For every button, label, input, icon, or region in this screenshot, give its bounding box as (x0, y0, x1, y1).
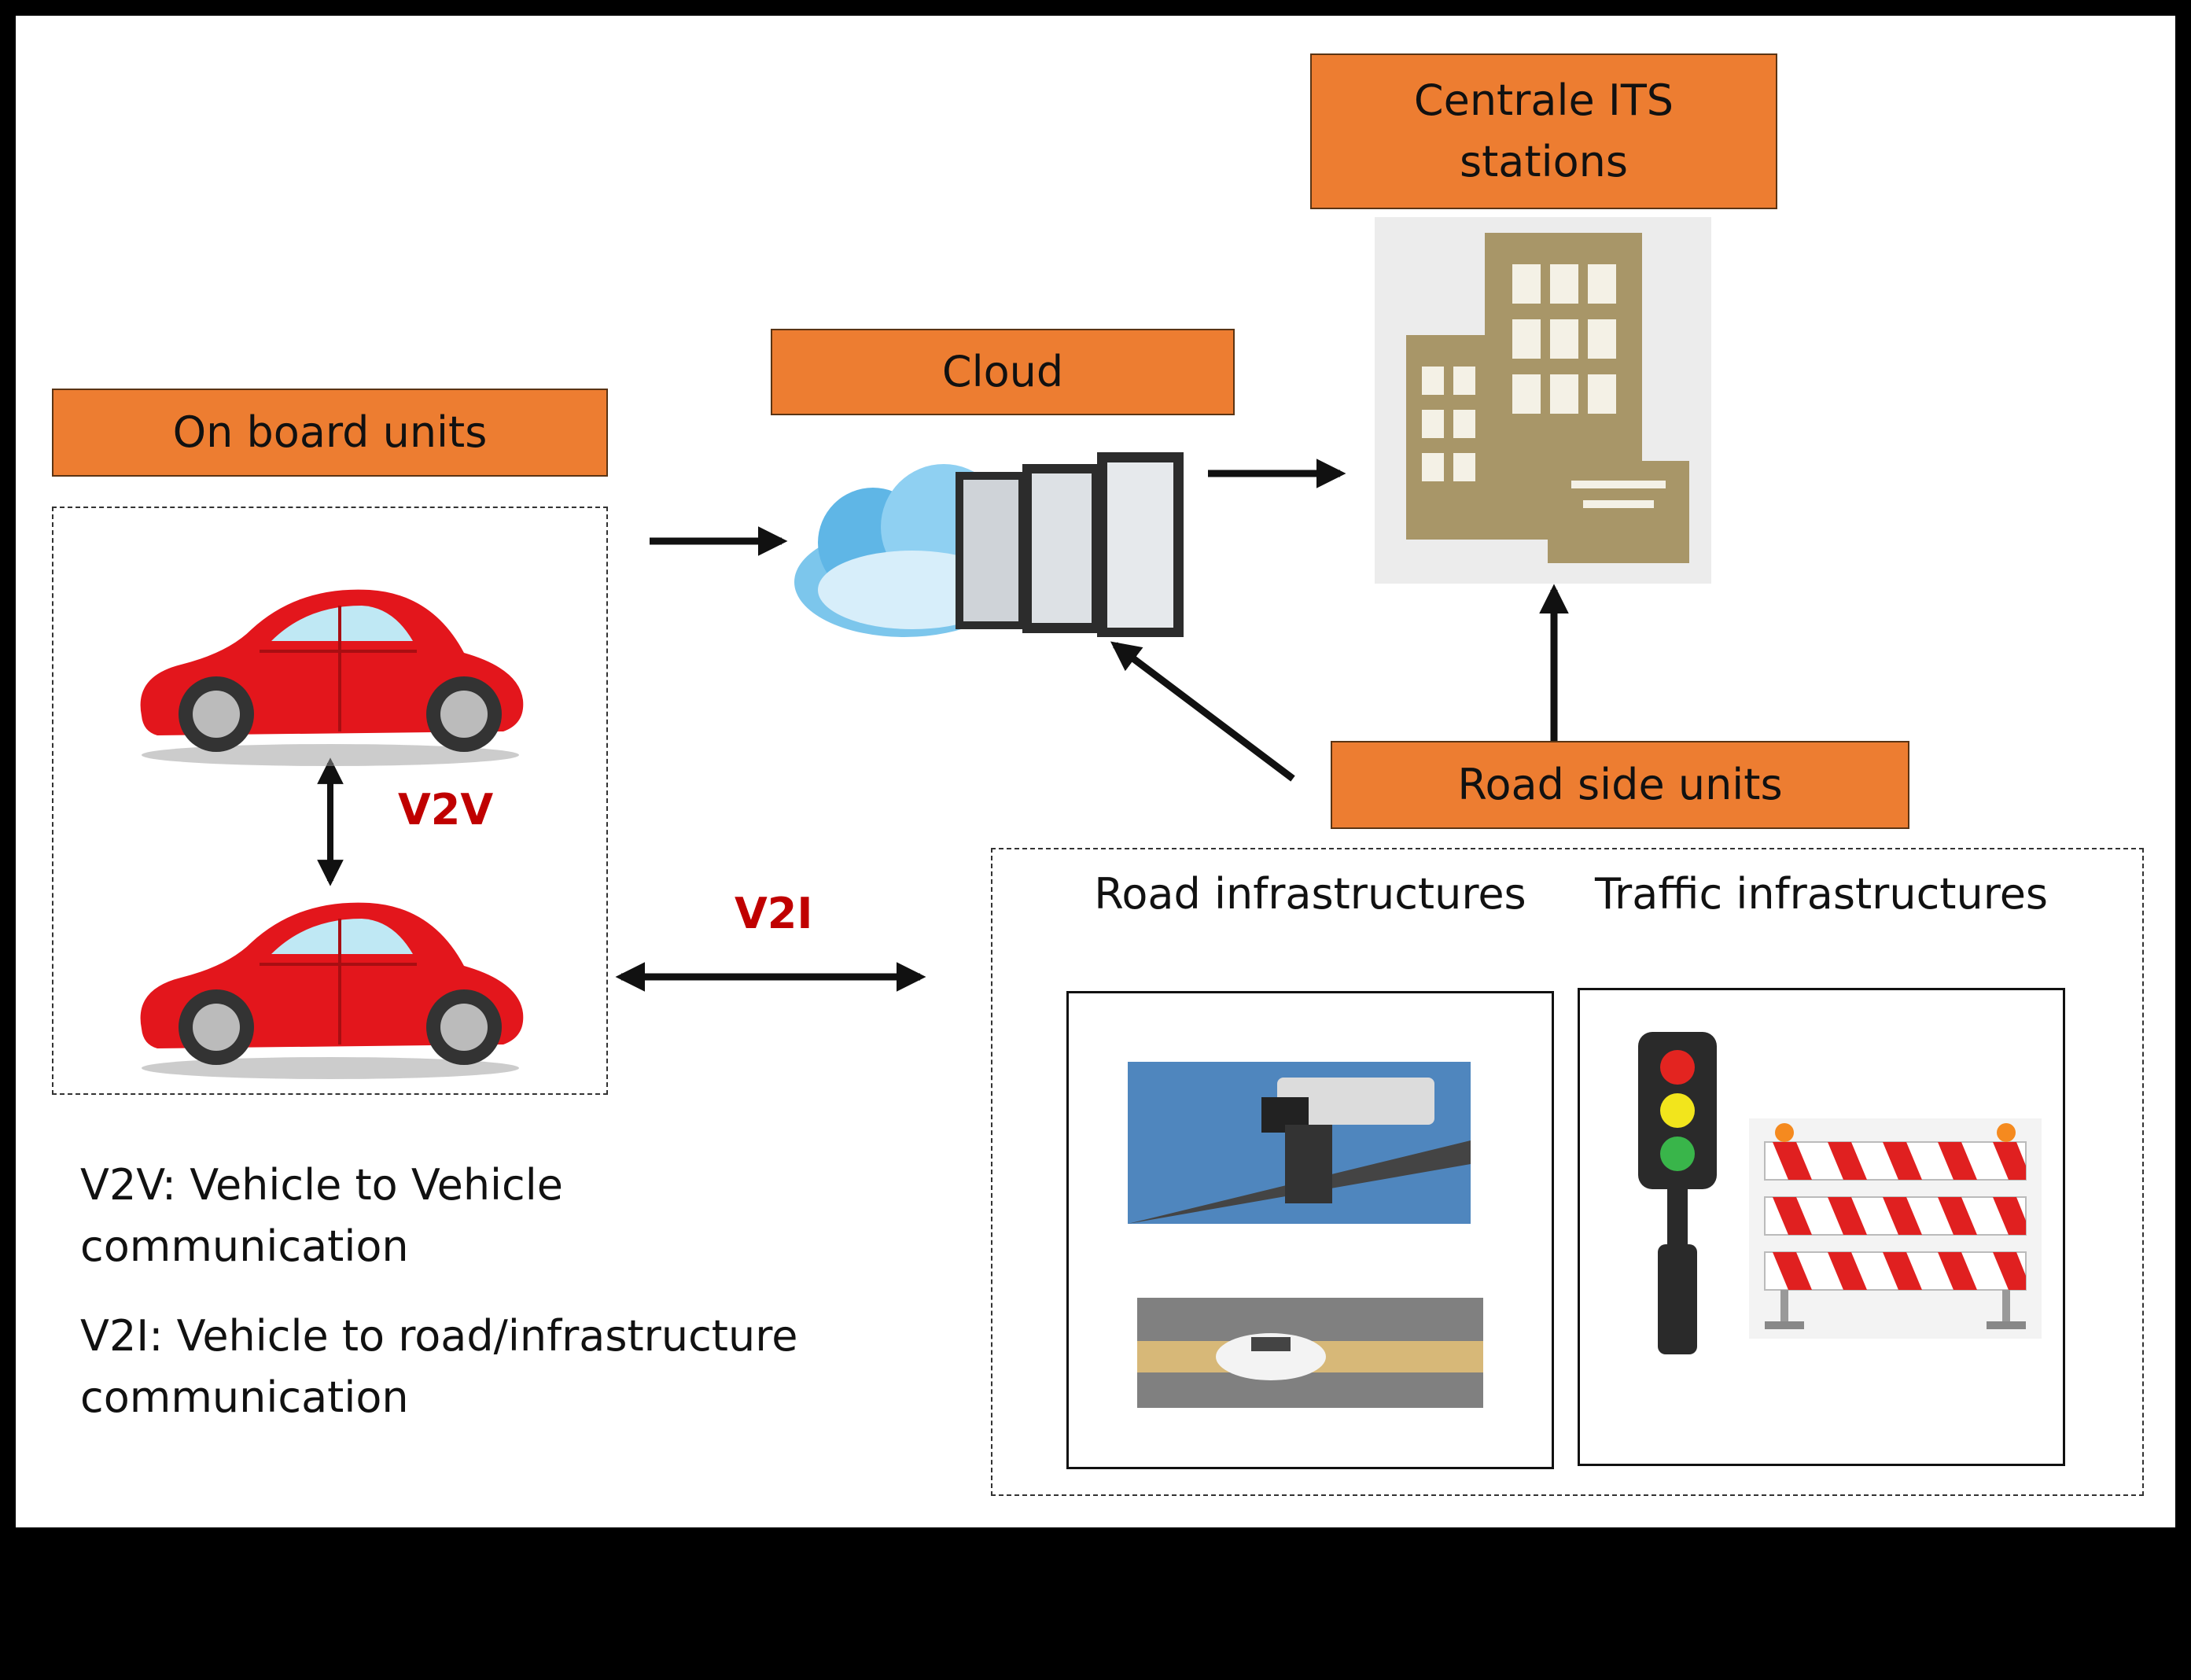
barrier-icon (1749, 1118, 2042, 1339)
traffic-infrastructures-heading: Traffic infrastructures (1578, 864, 2065, 925)
legend-v2i: V2I: Vehicle to road/infrastructure comm… (80, 1306, 835, 1429)
cloud-label: Cloud (771, 329, 1235, 415)
legend-v2i-text: V2I: Vehicle to road/infrastructure comm… (80, 1311, 798, 1423)
on-board-units-text: On board units (172, 407, 488, 457)
cloud-text: Cloud (941, 346, 1064, 396)
legend-v2v: V2V: Vehicle to Vehicle communication (80, 1155, 646, 1278)
traffic-infrastructures-text: Traffic infrastructures (1594, 869, 2049, 919)
car-icon (140, 902, 524, 1079)
v2i-tag: V2I (735, 889, 813, 938)
on-board-units-container (52, 507, 608, 1095)
road-side-units-label: Road side units (1331, 741, 1909, 829)
traffic-light-icon (1638, 1032, 1717, 1354)
road-infrastructures-text: Road infrastructures (1094, 869, 1526, 919)
centrale-its-label: Centrale ITS stations (1310, 53, 1777, 209)
on-board-units-label: On board units (52, 389, 608, 477)
car-icon (140, 589, 524, 766)
legend-v2v-text: V2V: Vehicle to Vehicle communication (80, 1160, 563, 1272)
road-infrastructures-heading: Road infrastructures (1066, 864, 1554, 925)
cloud-server-icon (794, 452, 1184, 637)
road-side-units-text: Road side units (1457, 759, 1783, 809)
building-icon (1375, 217, 1711, 584)
v2v-tag: V2V (398, 785, 494, 834)
road-sensor-icon (1137, 1298, 1483, 1408)
arrow-rsu-to-cloud (1110, 641, 1295, 782)
road-side-units-container (991, 848, 2144, 1496)
traffic-infrastructures-box (1578, 988, 2065, 1466)
road-infrastructures-box (1066, 991, 1554, 1469)
centrale-its-text: Centrale ITS stations (1413, 75, 1674, 186)
camera-icon (1128, 1062, 1471, 1224)
